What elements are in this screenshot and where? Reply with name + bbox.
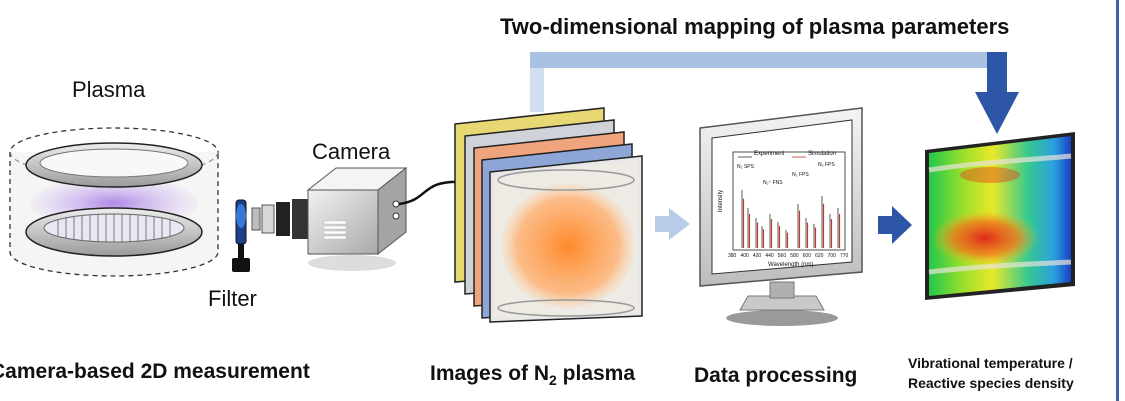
measurement-caption: Camera-based 2D measurement: [0, 360, 310, 383]
result-caption-line1: Vibrational temperature /: [908, 355, 1073, 371]
plot-legend-experiment: Experiment: [754, 151, 785, 157]
plot-band-4: N₂ FPS: [818, 162, 835, 168]
plot-xtick-label: 770: [840, 253, 849, 259]
plot-xtick-label: 420: [752, 253, 762, 259]
image-stack: [454, 107, 643, 323]
images-caption: Images of N2 plasma: [430, 362, 635, 388]
camera-label: Camera: [312, 139, 391, 164]
images-caption-prefix: Images of N: [430, 362, 550, 385]
spectrum-plot: [732, 151, 846, 251]
plot-band-2: N₂⁺ FNS: [763, 180, 783, 186]
plot-xtick-label: 700: [827, 253, 836, 259]
plasma-chamber: [9, 127, 219, 277]
mapping-arrow-stem: [987, 52, 1007, 94]
mapping-arrow: [530, 52, 1019, 134]
result-caption-line2: Reactive species density: [908, 375, 1074, 391]
plasma-label: Plasma: [72, 77, 146, 102]
processing-caption: Data processing: [694, 364, 858, 387]
plot-xtick-label: 440: [765, 253, 774, 259]
plot-xtick-label: 600: [802, 253, 811, 259]
mapping-arrow-bar: [530, 52, 1000, 68]
filter-label: Filter: [208, 286, 257, 311]
plot-band-1: N₂ SPS: [737, 164, 754, 170]
filter-icon: [232, 199, 250, 272]
images-caption-subscript: 2: [549, 372, 557, 389]
plot-legend-simulation: Simulation: [808, 151, 837, 157]
page-edge-bar: [1116, 0, 1119, 401]
diagram-title: Two-dimensional mapping of plasma parame…: [500, 14, 1010, 39]
camera-icon: [306, 166, 463, 271]
lens-icon: [251, 199, 308, 239]
plot-xtick-label: 400: [740, 253, 749, 259]
plot-xtick-label: 620: [815, 253, 824, 259]
plot-xtick-label: 380: [728, 253, 737, 259]
monitor-icon: [699, 107, 863, 326]
arrow-to-map: [878, 206, 912, 244]
plot-xlabel: Wavelength (nm): [768, 262, 814, 268]
plot-band-3: N₂ FPS: [792, 172, 809, 178]
heatmap-panel: [925, 132, 1075, 300]
images-caption-suffix: plasma: [556, 362, 636, 385]
plot-xtick-label: 560: [777, 253, 787, 259]
plot-xtick-label: 580: [790, 253, 799, 259]
mapping-arrow-head: [975, 92, 1019, 134]
plot-ylabel: Intensity: [718, 189, 725, 213]
arrow-to-processing: [655, 208, 690, 240]
